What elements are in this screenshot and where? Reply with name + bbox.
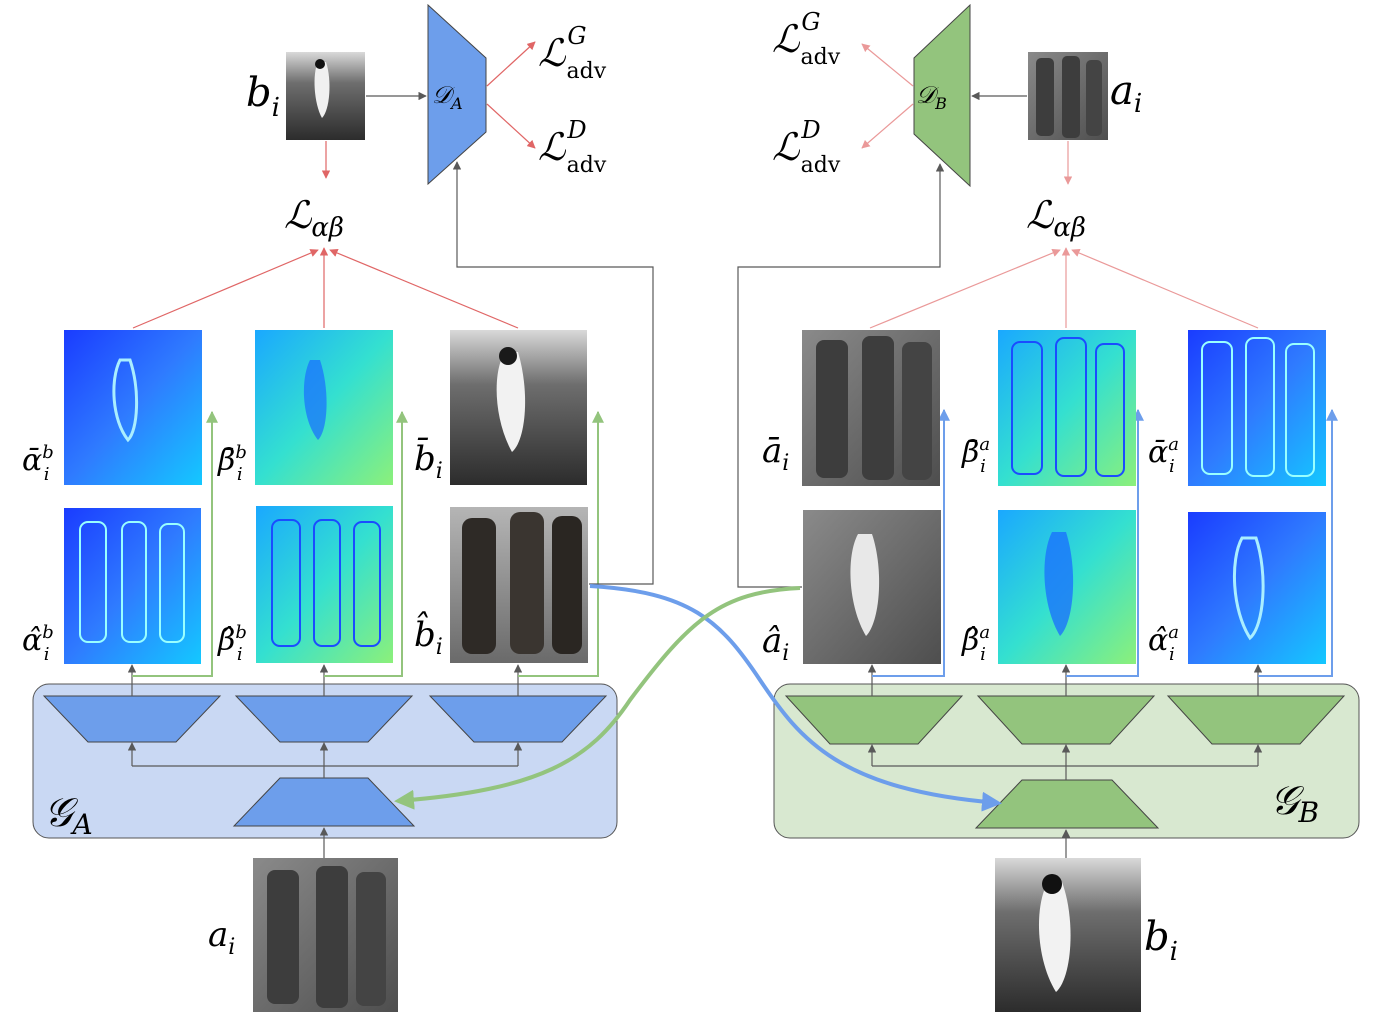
discriminator-b	[913, 3, 971, 188]
real-image-a-right	[1028, 52, 1108, 140]
label-b-hat: b̂i	[414, 612, 443, 660]
cross-arrow-a-to-b	[589, 584, 1002, 812]
label-a-bar: āi	[762, 431, 789, 476]
discriminator-a	[427, 3, 487, 186]
input-image-a-left	[253, 858, 398, 1012]
generator-a-head-beta	[234, 695, 414, 743]
heatmap-beta-bar-a	[998, 330, 1136, 486]
heatmap-beta-hat-a	[998, 510, 1136, 664]
label-loss-ab-right: ℒαβ	[1026, 193, 1086, 243]
label-real-a-right: ai	[1110, 68, 1142, 119]
label-generator-a: 𝒢A	[44, 790, 93, 841]
generator-b-encoder	[974, 779, 1160, 829]
generator-b-head-alpha	[1166, 695, 1346, 745]
label-loss-ab-left: ℒαβ	[284, 193, 344, 243]
image-a-hat	[803, 510, 941, 664]
heatmap-alpha-bar-b	[64, 330, 202, 485]
heatmap-beta-hat-b	[256, 506, 393, 663]
label-b-bar: b̄i	[414, 437, 443, 484]
heatmap-alpha-hat-b	[64, 508, 201, 664]
heatmap-beta-bar-b	[255, 330, 393, 485]
generator-a-encoder	[232, 777, 416, 827]
image-b-bar	[450, 330, 587, 485]
label-input-a-left: ai	[208, 915, 235, 960]
real-image-b-left	[286, 52, 365, 140]
generator-b-head-beta	[976, 695, 1156, 745]
generator-b-head-image	[784, 695, 964, 745]
heatmap-alpha-bar-a	[1188, 330, 1326, 486]
label-real-b-left: bi	[246, 70, 280, 123]
input-image-b-right	[995, 858, 1141, 1012]
label-input-b-right: bi	[1144, 914, 1178, 967]
label-a-hat: âi	[762, 621, 789, 666]
generator-a-head-image	[428, 695, 608, 743]
cross-arrow-b-to-a	[394, 586, 801, 810]
generator-a-head-alpha	[42, 695, 222, 743]
image-b-hat	[450, 507, 588, 663]
heatmap-alpha-hat-a	[1188, 512, 1326, 664]
image-a-bar	[802, 330, 940, 486]
